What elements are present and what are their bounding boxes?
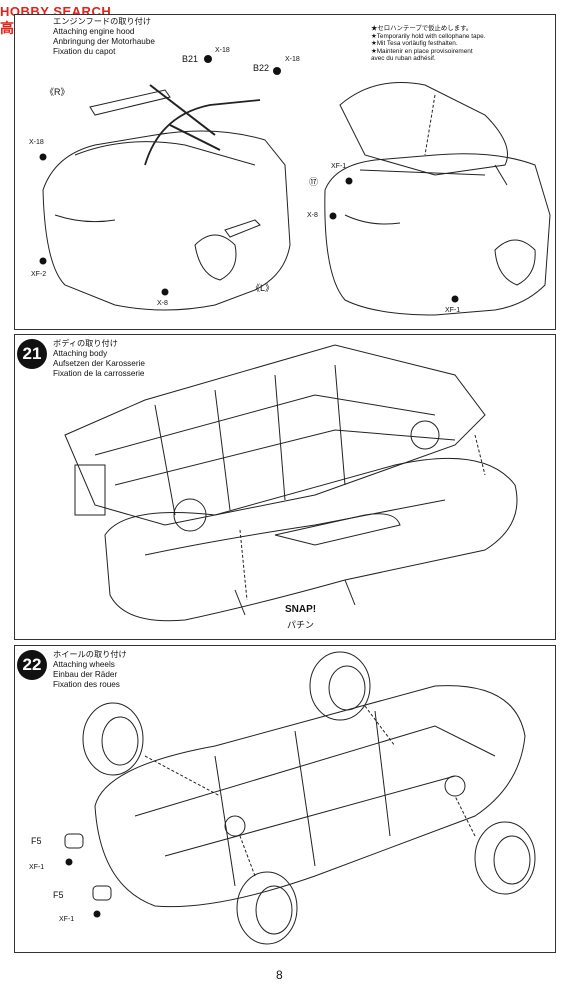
- step-21-badge: 21: [17, 339, 47, 369]
- step-21-panel: 21 ボディの取り付け Attaching body Aufsetzen der…: [14, 334, 556, 640]
- note-line-fr-1: ★Maintenir en place provisoirement: [371, 47, 473, 55]
- step-22-title-fr: Fixation des roues: [53, 680, 120, 689]
- part-x18-b: X-18: [285, 56, 300, 63]
- part-b21: B21: [182, 54, 199, 64]
- part-x18-a: X-18: [215, 47, 230, 54]
- step-21-title: ボディの取り付け Attaching body Aufsetzen der Ka…: [53, 339, 145, 379]
- step-20-title-en: Attaching engine hood: [53, 27, 135, 36]
- cellophane-note: ★セロハンテープで仮止めします。 ★Temporarily hold with …: [371, 25, 485, 63]
- step-21-title-fr: Fixation de la carrosserie: [53, 369, 145, 378]
- step-20-title-fr: Fixation du capot: [53, 47, 116, 56]
- step-21-title-ja: ボディの取り付け: [53, 339, 118, 348]
- step-20-panel: エンジンフードの取り付け Attaching engine hood Anbri…: [14, 14, 556, 330]
- part-xf2: XF-2: [31, 271, 47, 278]
- step-20-title-de: Anbringung der Motorhaube: [53, 37, 155, 46]
- part-xf1-wheel-b: XF-1: [59, 916, 75, 923]
- note-line-en: ★Temporarily hold with cellophane tape.: [371, 32, 486, 40]
- part-xf1-a: XF-1: [331, 163, 347, 170]
- snap-label-ja: パチン: [287, 620, 315, 630]
- part-l-marker: 《L》: [251, 283, 275, 293]
- part-x18-c: X-18: [29, 139, 44, 146]
- note-line-ja: ★セロハンテープで仮止めします。: [371, 25, 473, 32]
- step-21-illustration: [64, 344, 518, 622]
- part-f5-a: F5: [31, 836, 42, 846]
- part-f5-b: F5: [53, 890, 64, 900]
- step-22-panel: 22 ホイールの取り付け Attaching wheels Einbau der…: [14, 645, 556, 953]
- step-22-title: ホイールの取り付け Attaching wheels Einbau der Rä…: [53, 650, 127, 690]
- note-line-fr-2: avec du ruban adhésif.: [371, 55, 436, 63]
- step-22-badge: 22: [17, 650, 47, 680]
- step-22-title-en: Attaching wheels: [53, 660, 115, 669]
- step-22-illustration: [64, 651, 536, 945]
- part-b22: B22: [253, 63, 270, 73]
- part-r-marker: 《R》: [45, 87, 70, 97]
- part-x8-a: X-8: [157, 300, 168, 307]
- step-22-title-ja: ホイールの取り付け: [53, 650, 127, 659]
- part-x8-b: X-8: [307, 212, 318, 219]
- note-line-de: ★Mit Tesa vorläufig festhalten.: [371, 40, 458, 48]
- step-22-title-de: Einbau der Räder: [53, 670, 118, 679]
- step-20-title-ja: エンジンフードの取り付け: [53, 17, 152, 26]
- part-xf1-b: XF-1: [445, 307, 461, 314]
- part-xf1-wheel-a: XF-1: [29, 864, 45, 871]
- step-20-illustration: [39, 55, 551, 316]
- page-number: 8: [276, 968, 283, 982]
- part-17: ⑰: [309, 177, 319, 187]
- step-20-title: エンジンフードの取り付け Attaching engine hood Anbri…: [53, 17, 155, 57]
- step-21-title-en: Attaching body: [53, 349, 108, 358]
- step-21-title-de: Aufsetzen der Karosserie: [53, 359, 145, 368]
- snap-label: SNAP!: [285, 604, 317, 615]
